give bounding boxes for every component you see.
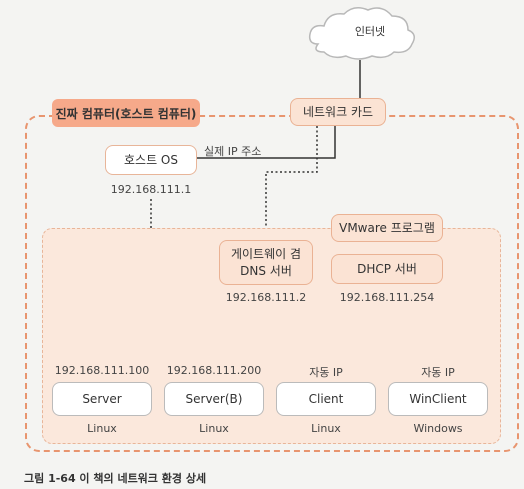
gateway-line2: DNS 서버: [240, 263, 292, 278]
network-card-box: 네트워크 카드: [290, 98, 386, 126]
client-ip: 자동 IP: [309, 366, 343, 379]
host-os-ip: 192.168.111.1: [110, 183, 192, 196]
vmware-program-box: VMware 프로그램: [331, 214, 443, 242]
cloud-shape: [308, 7, 415, 60]
server-box: Server: [52, 382, 152, 416]
line-card-gateway: [265, 126, 318, 240]
serverb-os: Linux: [199, 422, 229, 435]
real-ip-note: 실제 IP 주소: [204, 145, 262, 158]
gateway-ip: 192.168.111.2: [225, 291, 307, 304]
figure-caption: 그림 1-64 이 책의 네트워크 환경 상세: [24, 472, 207, 485]
host-computer-frame: [25, 115, 519, 452]
dhcp-ip: 192.168.111.254: [339, 291, 435, 304]
internet-label: 인터넷: [354, 25, 386, 38]
client-box: Client: [276, 382, 376, 416]
server-os: Linux: [87, 422, 117, 435]
line-card-hostos: [180, 126, 336, 159]
host-computer-title: 진짜 컴퓨터(호스트 컴퓨터): [52, 99, 200, 127]
gateway-dns-box: 게이트웨이 겸 DNS 서버: [219, 240, 313, 285]
host-os-box: 호스트 OS: [105, 145, 197, 175]
winclient-ip: 자동 IP: [421, 366, 455, 379]
serverb-box: Server(B): [164, 382, 264, 416]
client-os: Linux: [311, 422, 341, 435]
server-ip: 192.168.111.100: [54, 364, 150, 377]
winclient-box: WinClient: [388, 382, 488, 416]
winclient-os: Windows: [413, 422, 463, 435]
gateway-line1: 게이트웨이 겸: [230, 246, 302, 261]
dhcp-server-box: DHCP 서버: [331, 254, 443, 284]
serverb-ip: 192.168.111.200: [166, 364, 262, 377]
